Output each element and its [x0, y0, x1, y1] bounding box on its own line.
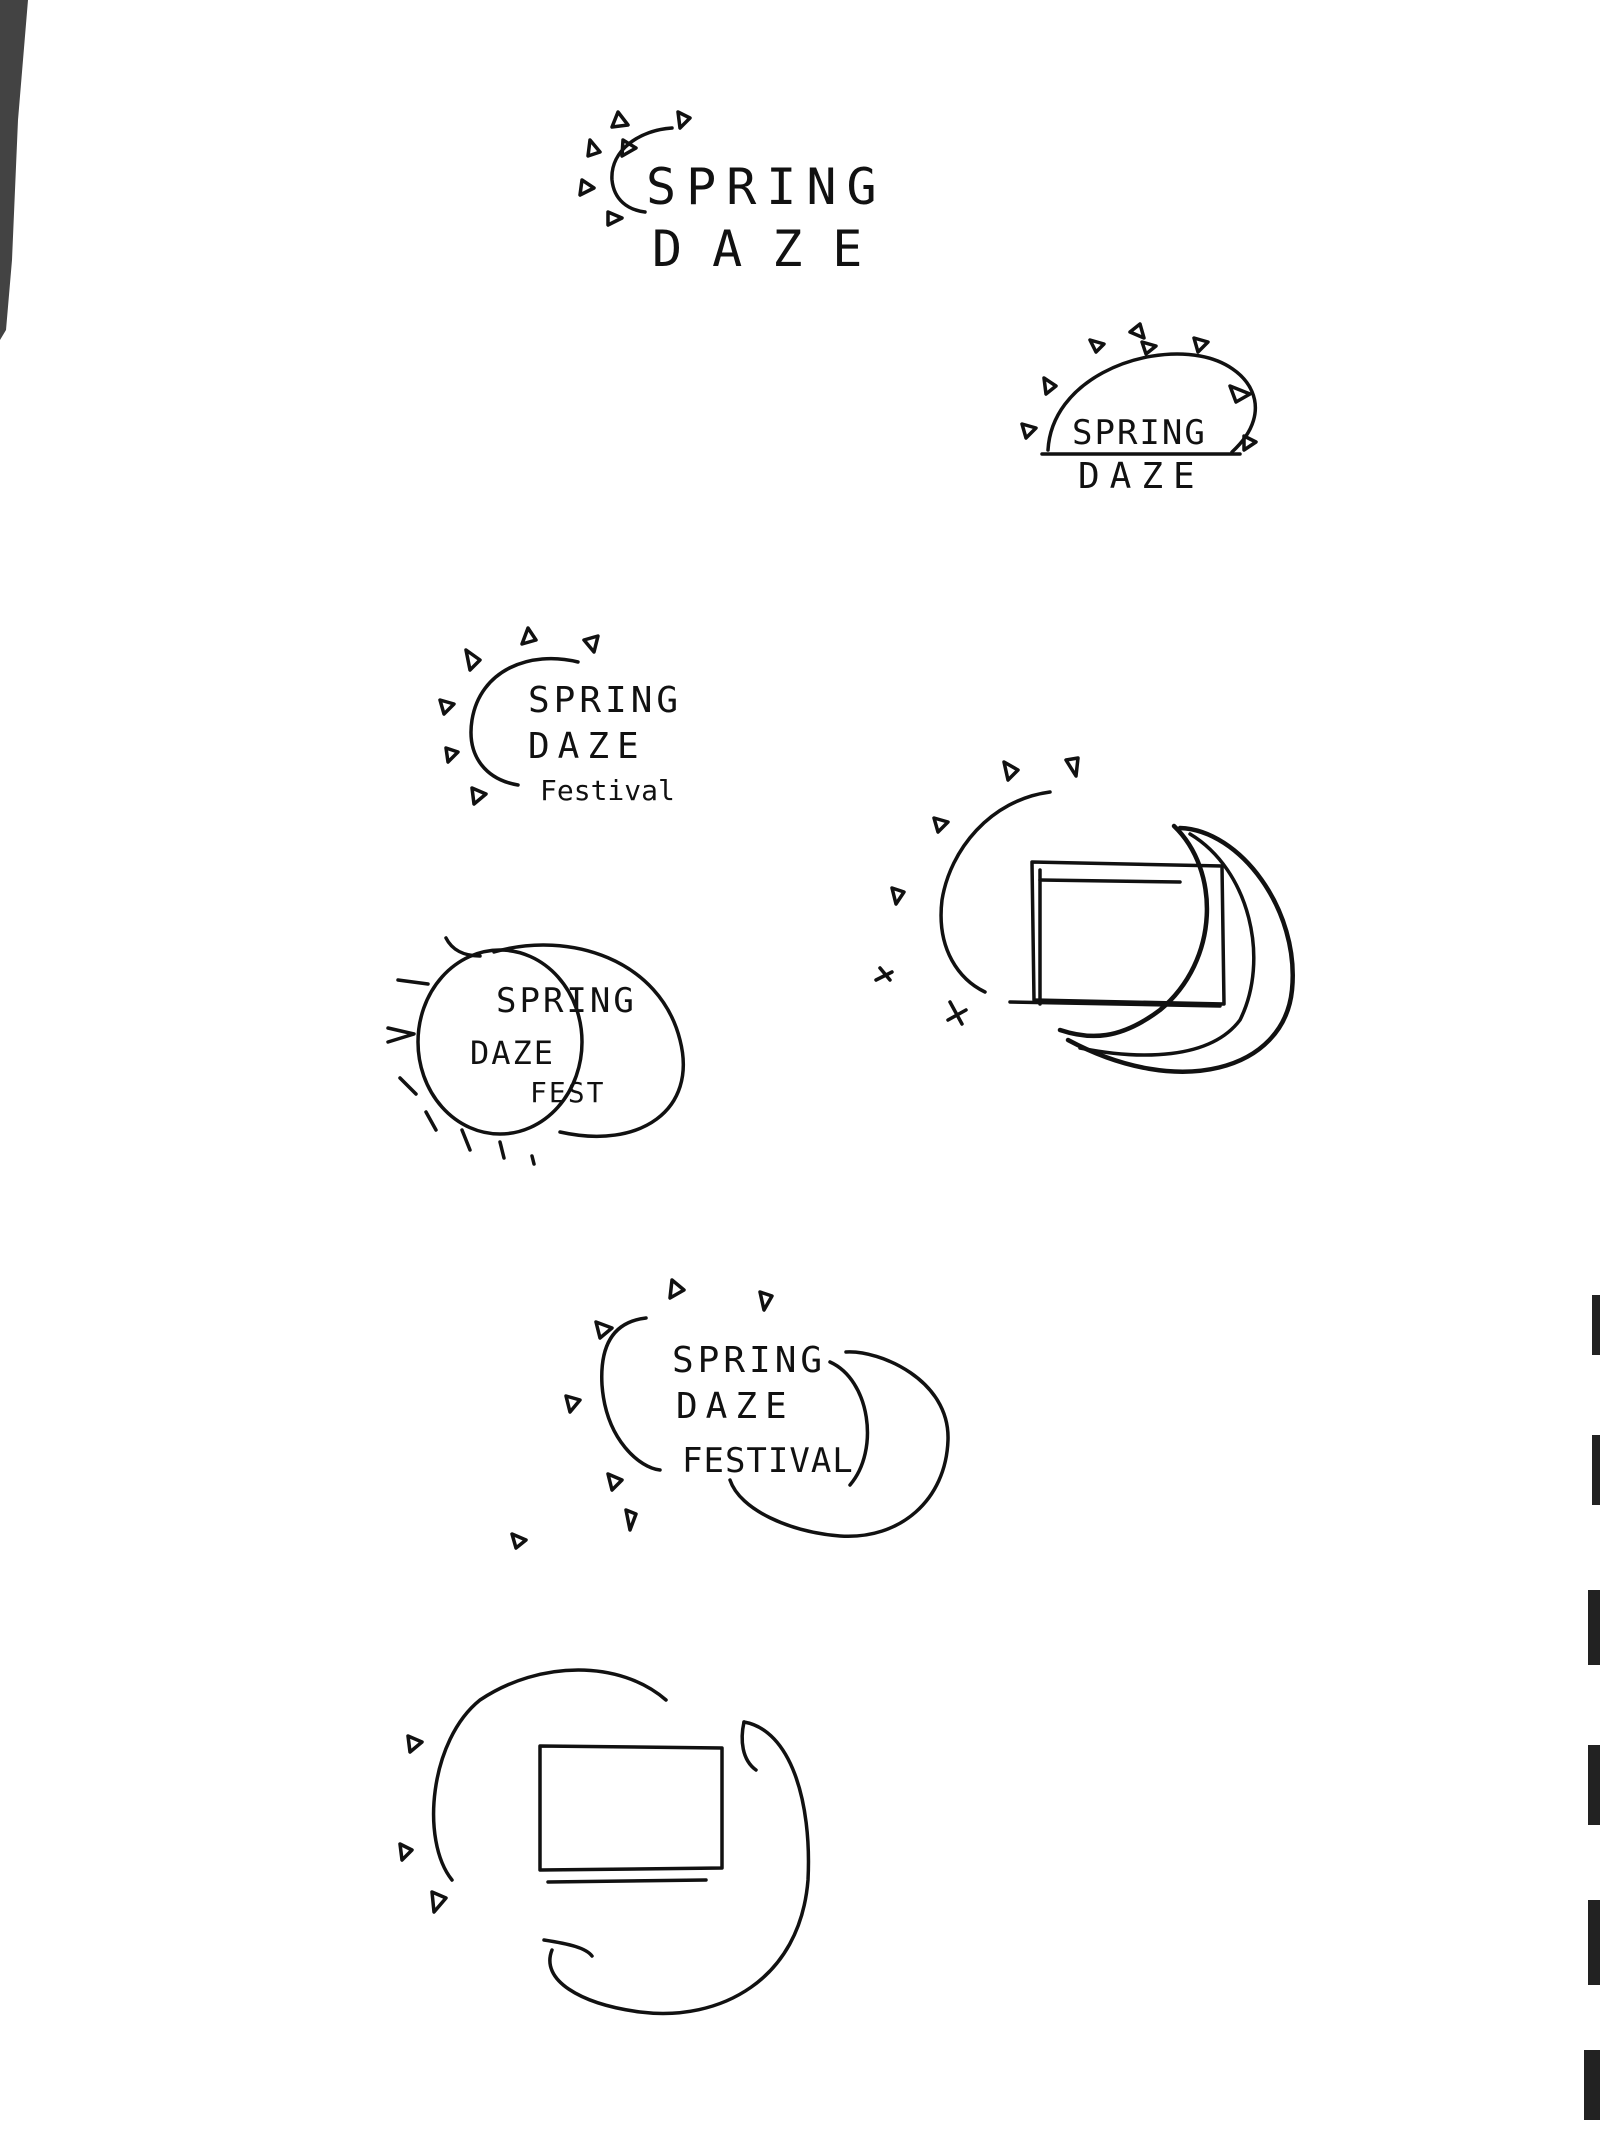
crescent-moon-icon: [1057, 823, 1295, 1074]
logo-line-1: SPRING: [672, 1340, 826, 1381]
sun-ray-icons: [438, 626, 600, 806]
logo-sketch-7: [398, 1508, 811, 2016]
sun-ray-icons: [564, 1278, 774, 1492]
logo-line-3: Festival: [540, 774, 675, 807]
logo-line-2: DAZE: [470, 1034, 555, 1072]
logo-line-2: DAZE: [528, 726, 647, 767]
logo-line-3: FEST: [530, 1076, 605, 1109]
logo-sketch-4: [874, 756, 1295, 1074]
logo-sketch-6: SPRING DAZE FESTIVAL: [564, 1278, 950, 1538]
crescent-moon-icon: [542, 1720, 811, 2016]
sun-ray-icons: [398, 1508, 638, 1914]
logo-line-1: SPRING: [528, 680, 682, 721]
logo-sketch-3: SPRING DAZE Festival: [438, 626, 682, 807]
sun-ray-icons: [386, 936, 536, 1166]
image-placeholder-box: [538, 1744, 724, 1884]
sun-ray-icons: [1020, 322, 1258, 452]
logo-line-1: SPRING: [646, 158, 887, 216]
logo-sketch-2: SPRING DAZE: [1020, 322, 1258, 497]
logo-sketch-1: SPRING DAZE: [578, 110, 892, 278]
logo-line-2: DAZE: [652, 220, 892, 278]
logo-line-2: DAZE: [676, 1386, 795, 1427]
logo-line-1: SPRING: [496, 981, 637, 1021]
sun-ray-icons: [578, 110, 692, 227]
image-placeholder-box: [1008, 860, 1226, 1008]
logo-sketch-5: SPRING DAZE FEST: [386, 936, 686, 1166]
binding-marks: [1584, 1295, 1600, 2120]
paper-edge-left: [0, 0, 28, 340]
logo-line-1: SPRING: [1072, 413, 1207, 453]
logo-line-2: DAZE: [1078, 456, 1205, 497]
sun-ray-icons: [874, 756, 1080, 1026]
logo-line-3: FESTIVAL: [682, 1441, 854, 1481]
